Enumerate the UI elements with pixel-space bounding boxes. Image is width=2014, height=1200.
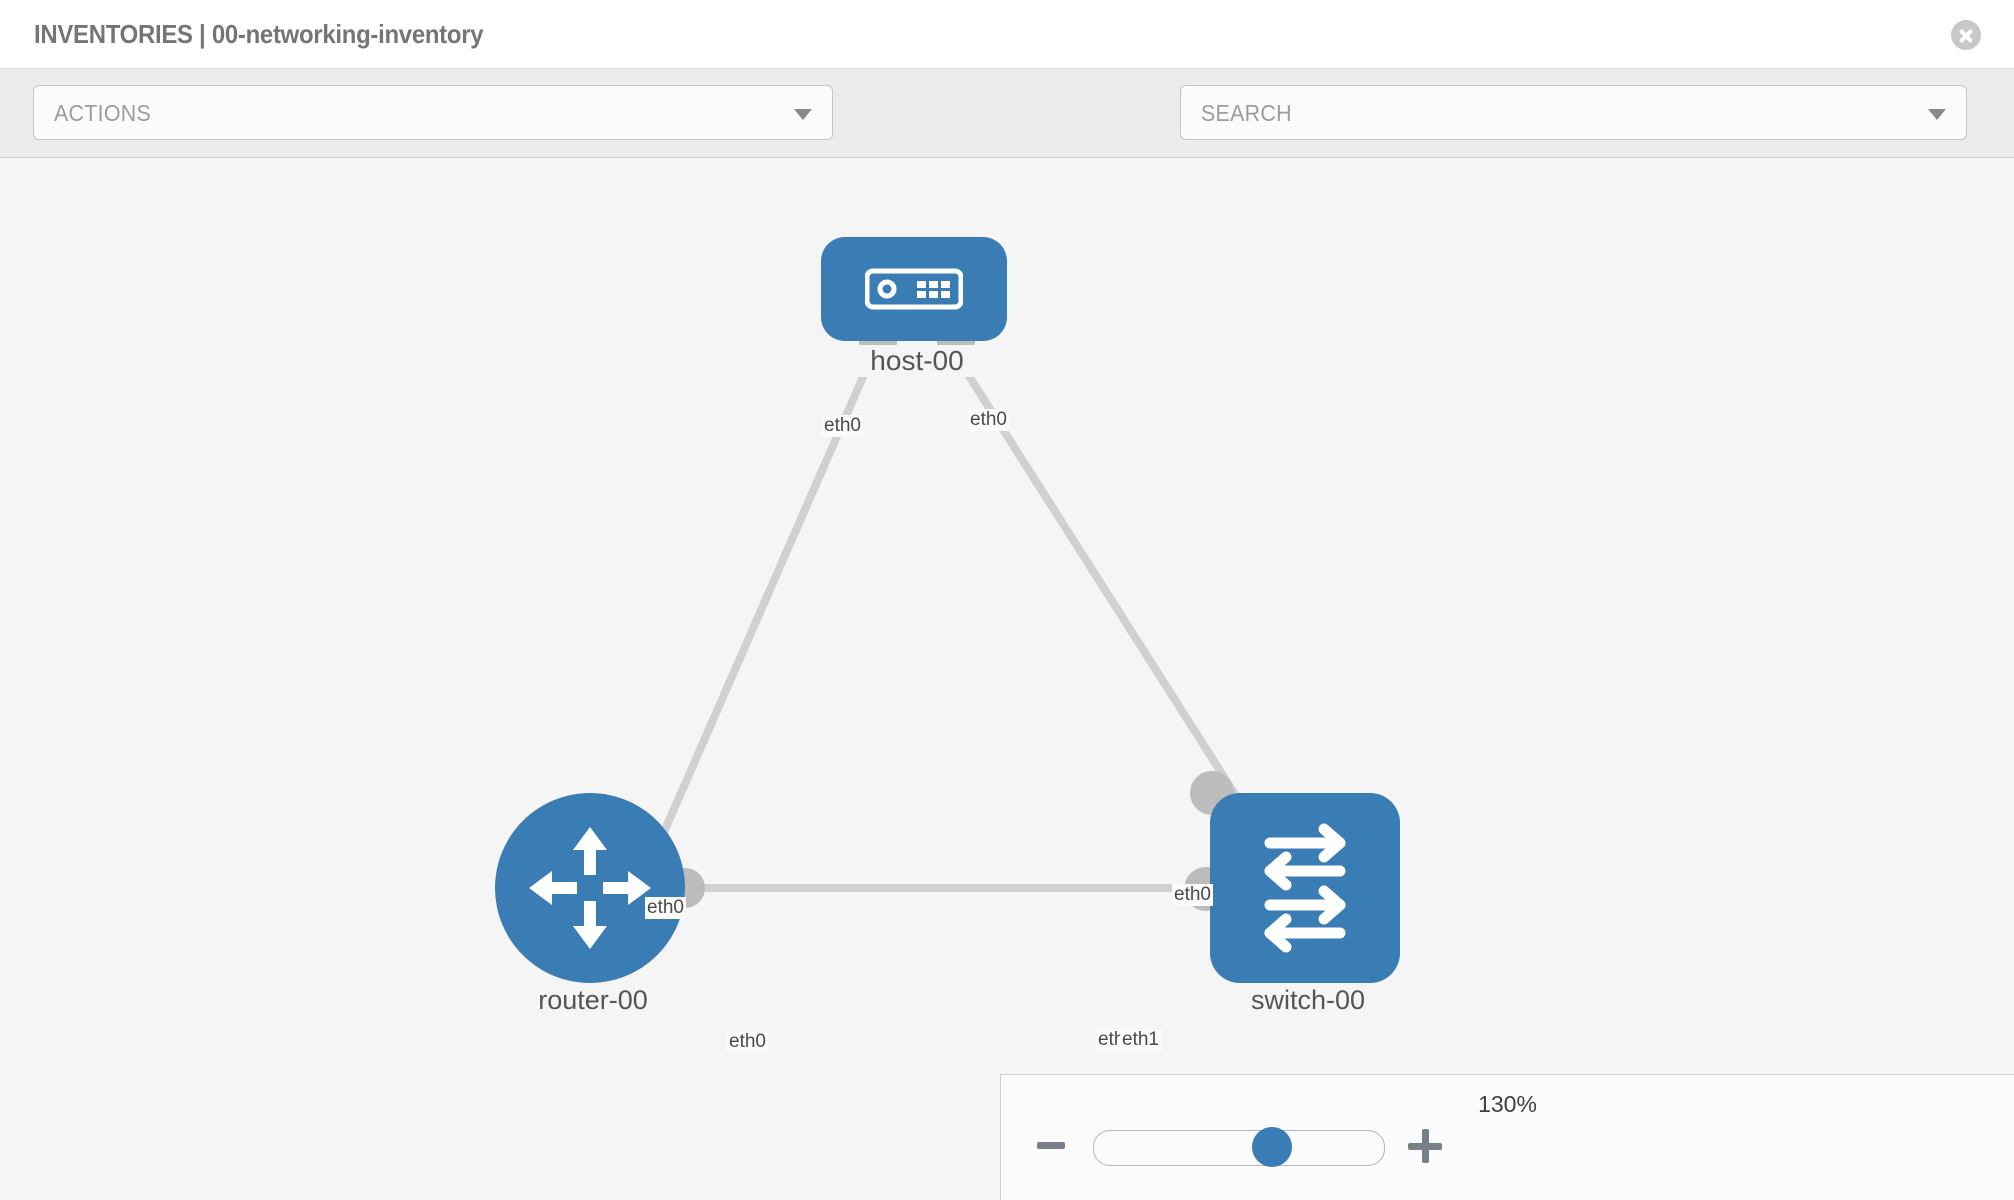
zoom-in-button[interactable] <box>1408 1129 1442 1163</box>
host-node-shape <box>821 237 1007 341</box>
chevron-down-icon <box>794 109 812 120</box>
zoom-slider-thumb[interactable] <box>1252 1127 1292 1167</box>
toolbar: ACTIONS SEARCH <box>0 69 2014 200</box>
port-label-switch-up: eth0 <box>1172 884 1213 906</box>
actions-dropdown-label: ACTIONS <box>54 100 152 126</box>
topology-canvas[interactable]: host-00 eth0 eth0 router-00 eth0 eth0 <box>0 159 2014 1200</box>
zoom-slider[interactable] <box>1093 1127 1385 1167</box>
port-label-host-right: eth0 <box>968 409 1009 431</box>
edge-host-router <box>646 352 877 866</box>
search-dropdown[interactable]: SEARCH <box>1180 85 1967 140</box>
page-header: INVENTORIES | 00-networking-inventory <box>0 0 2014 69</box>
port-label-router-up: eth0 <box>645 897 686 919</box>
topology-edges <box>646 351 1242 892</box>
host-node-label: host-00 <box>809 345 1025 377</box>
page-title: INVENTORIES | 00-networking-inventory <box>34 19 484 49</box>
server-icon <box>865 268 963 310</box>
switch-arrows-icon <box>1264 823 1346 953</box>
zoom-level-label: 130% <box>1478 1091 1537 1117</box>
search-input[interactable]: SEARCH <box>1201 100 1292 126</box>
router-node-label: router-00 <box>485 985 701 1016</box>
router-arrows-icon <box>529 827 651 949</box>
zoom-out-button[interactable] <box>1037 1142 1065 1149</box>
switch-node-shape <box>1210 793 1400 983</box>
zoom-control-panel: 130% <box>1000 1074 2014 1200</box>
zoom-slider-row <box>1001 1127 2014 1170</box>
actions-dropdown[interactable]: ACTIONS <box>33 85 833 140</box>
close-icon[interactable] <box>1951 20 1981 50</box>
port-label-switch-left-front: eth1 <box>1120 1029 1161 1051</box>
port-label-host-left: eth0 <box>822 415 863 437</box>
chevron-down-icon <box>1928 109 1946 120</box>
router-node-shape <box>495 793 685 983</box>
switch-node-label: switch-00 <box>1200 985 1416 1016</box>
port-label-router-right: eth0 <box>727 1031 768 1053</box>
